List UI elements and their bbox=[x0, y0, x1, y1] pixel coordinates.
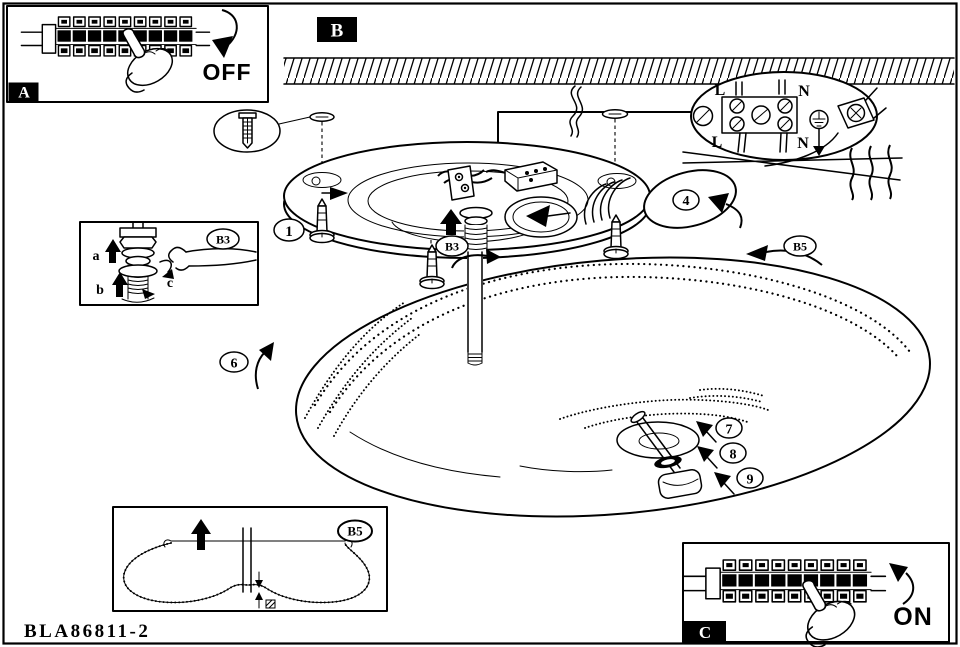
rotation-arrow bbox=[486, 249, 501, 264]
lamp-socket bbox=[583, 177, 631, 225]
threaded-rod bbox=[451, 206, 501, 366]
bulb-arrow-tail bbox=[725, 203, 743, 229]
screwdriver-icon bbox=[837, 87, 887, 129]
on-arrow bbox=[889, 563, 908, 582]
callout-7: 7 bbox=[696, 417, 743, 443]
svg-text:7: 7 bbox=[726, 423, 733, 438]
ceiling-section bbox=[283, 57, 955, 85]
callout-b3: B3 bbox=[435, 209, 469, 257]
callout-b5: B5 bbox=[746, 235, 823, 266]
socket-hole bbox=[504, 196, 578, 238]
off-arrow bbox=[212, 36, 233, 58]
plate-terminal-block bbox=[504, 161, 558, 192]
arrow-c bbox=[162, 269, 174, 279]
callout-1: 1 bbox=[273, 218, 305, 242]
svg-text:9: 9 bbox=[747, 473, 754, 488]
finial-assembly bbox=[616, 410, 703, 499]
label-b: b bbox=[96, 283, 104, 298]
label-l-top: L bbox=[715, 82, 726, 99]
off-arrow-tail bbox=[221, 9, 238, 45]
svg-text:6: 6 bbox=[231, 357, 238, 372]
tag-b: B bbox=[331, 21, 344, 42]
arrow-c-tail bbox=[159, 259, 172, 273]
svg-text:B3: B3 bbox=[445, 240, 459, 254]
callout-9: 9 bbox=[714, 467, 764, 495]
wiring-detail: L N L N bbox=[682, 71, 903, 201]
callout-8: 8 bbox=[697, 442, 747, 469]
glass-diffuser bbox=[295, 256, 931, 518]
svg-text:B5: B5 bbox=[793, 240, 807, 254]
svg-text:1: 1 bbox=[285, 224, 293, 240]
gap-arrow-up bbox=[255, 592, 263, 600]
rod-section bbox=[242, 527, 252, 593]
on-label: ON bbox=[893, 603, 933, 631]
tag-c-box bbox=[684, 621, 726, 642]
mains-wires bbox=[682, 132, 903, 201]
tag-a: A bbox=[18, 85, 30, 102]
gap-arrow-down bbox=[255, 580, 263, 588]
callout-4: 4 bbox=[683, 194, 690, 209]
rotation-arrow-tail bbox=[451, 254, 489, 269]
section-b-tag: B bbox=[317, 17, 357, 42]
label-n-top: N bbox=[798, 83, 810, 100]
light-bulb: 4 bbox=[643, 169, 743, 229]
ceiling-hatch bbox=[284, 58, 954, 84]
arrow-a bbox=[105, 239, 121, 263]
bulb-arrow bbox=[708, 193, 729, 213]
arrow-b bbox=[112, 272, 128, 297]
mains-cable bbox=[569, 85, 578, 137]
callout-6: 6 bbox=[219, 342, 274, 390]
mounting-bracket bbox=[447, 165, 475, 201]
label-l-bottom: L bbox=[712, 134, 723, 151]
label-a: a bbox=[93, 249, 100, 264]
off-label: OFF bbox=[203, 59, 252, 85]
socket-arrow bbox=[526, 205, 550, 227]
tag-c: C bbox=[699, 623, 711, 642]
up-arrow bbox=[191, 519, 211, 550]
label-n-bottom: N bbox=[797, 135, 809, 152]
tag-b5: B5 bbox=[347, 524, 363, 539]
inset-b5: B5 bbox=[112, 506, 388, 612]
part-number: BLA86811-2 bbox=[24, 621, 150, 642]
tag-b3: B3 bbox=[216, 233, 230, 247]
hanging-screw-right bbox=[601, 109, 629, 168]
inset-a: OFF A bbox=[6, 5, 269, 103]
keyhole-slot-left bbox=[302, 172, 342, 188]
on-arrow-tail bbox=[902, 572, 915, 605]
tag-a-box bbox=[8, 82, 39, 102]
slot-arrow bbox=[330, 187, 348, 200]
hanging-screw-left bbox=[309, 112, 335, 168]
inset-b3: a b c B3 bbox=[79, 221, 259, 306]
svg-text:8: 8 bbox=[730, 448, 737, 463]
mounting-plate-assembly: 4 1 B3 6 bbox=[213, 85, 823, 499]
terminal-screws bbox=[729, 98, 793, 132]
inset-c: ON C bbox=[682, 542, 950, 647]
wall-anchor-detail bbox=[213, 109, 311, 153]
rod-base-arrow bbox=[142, 289, 155, 299]
label-c: c bbox=[167, 276, 173, 291]
